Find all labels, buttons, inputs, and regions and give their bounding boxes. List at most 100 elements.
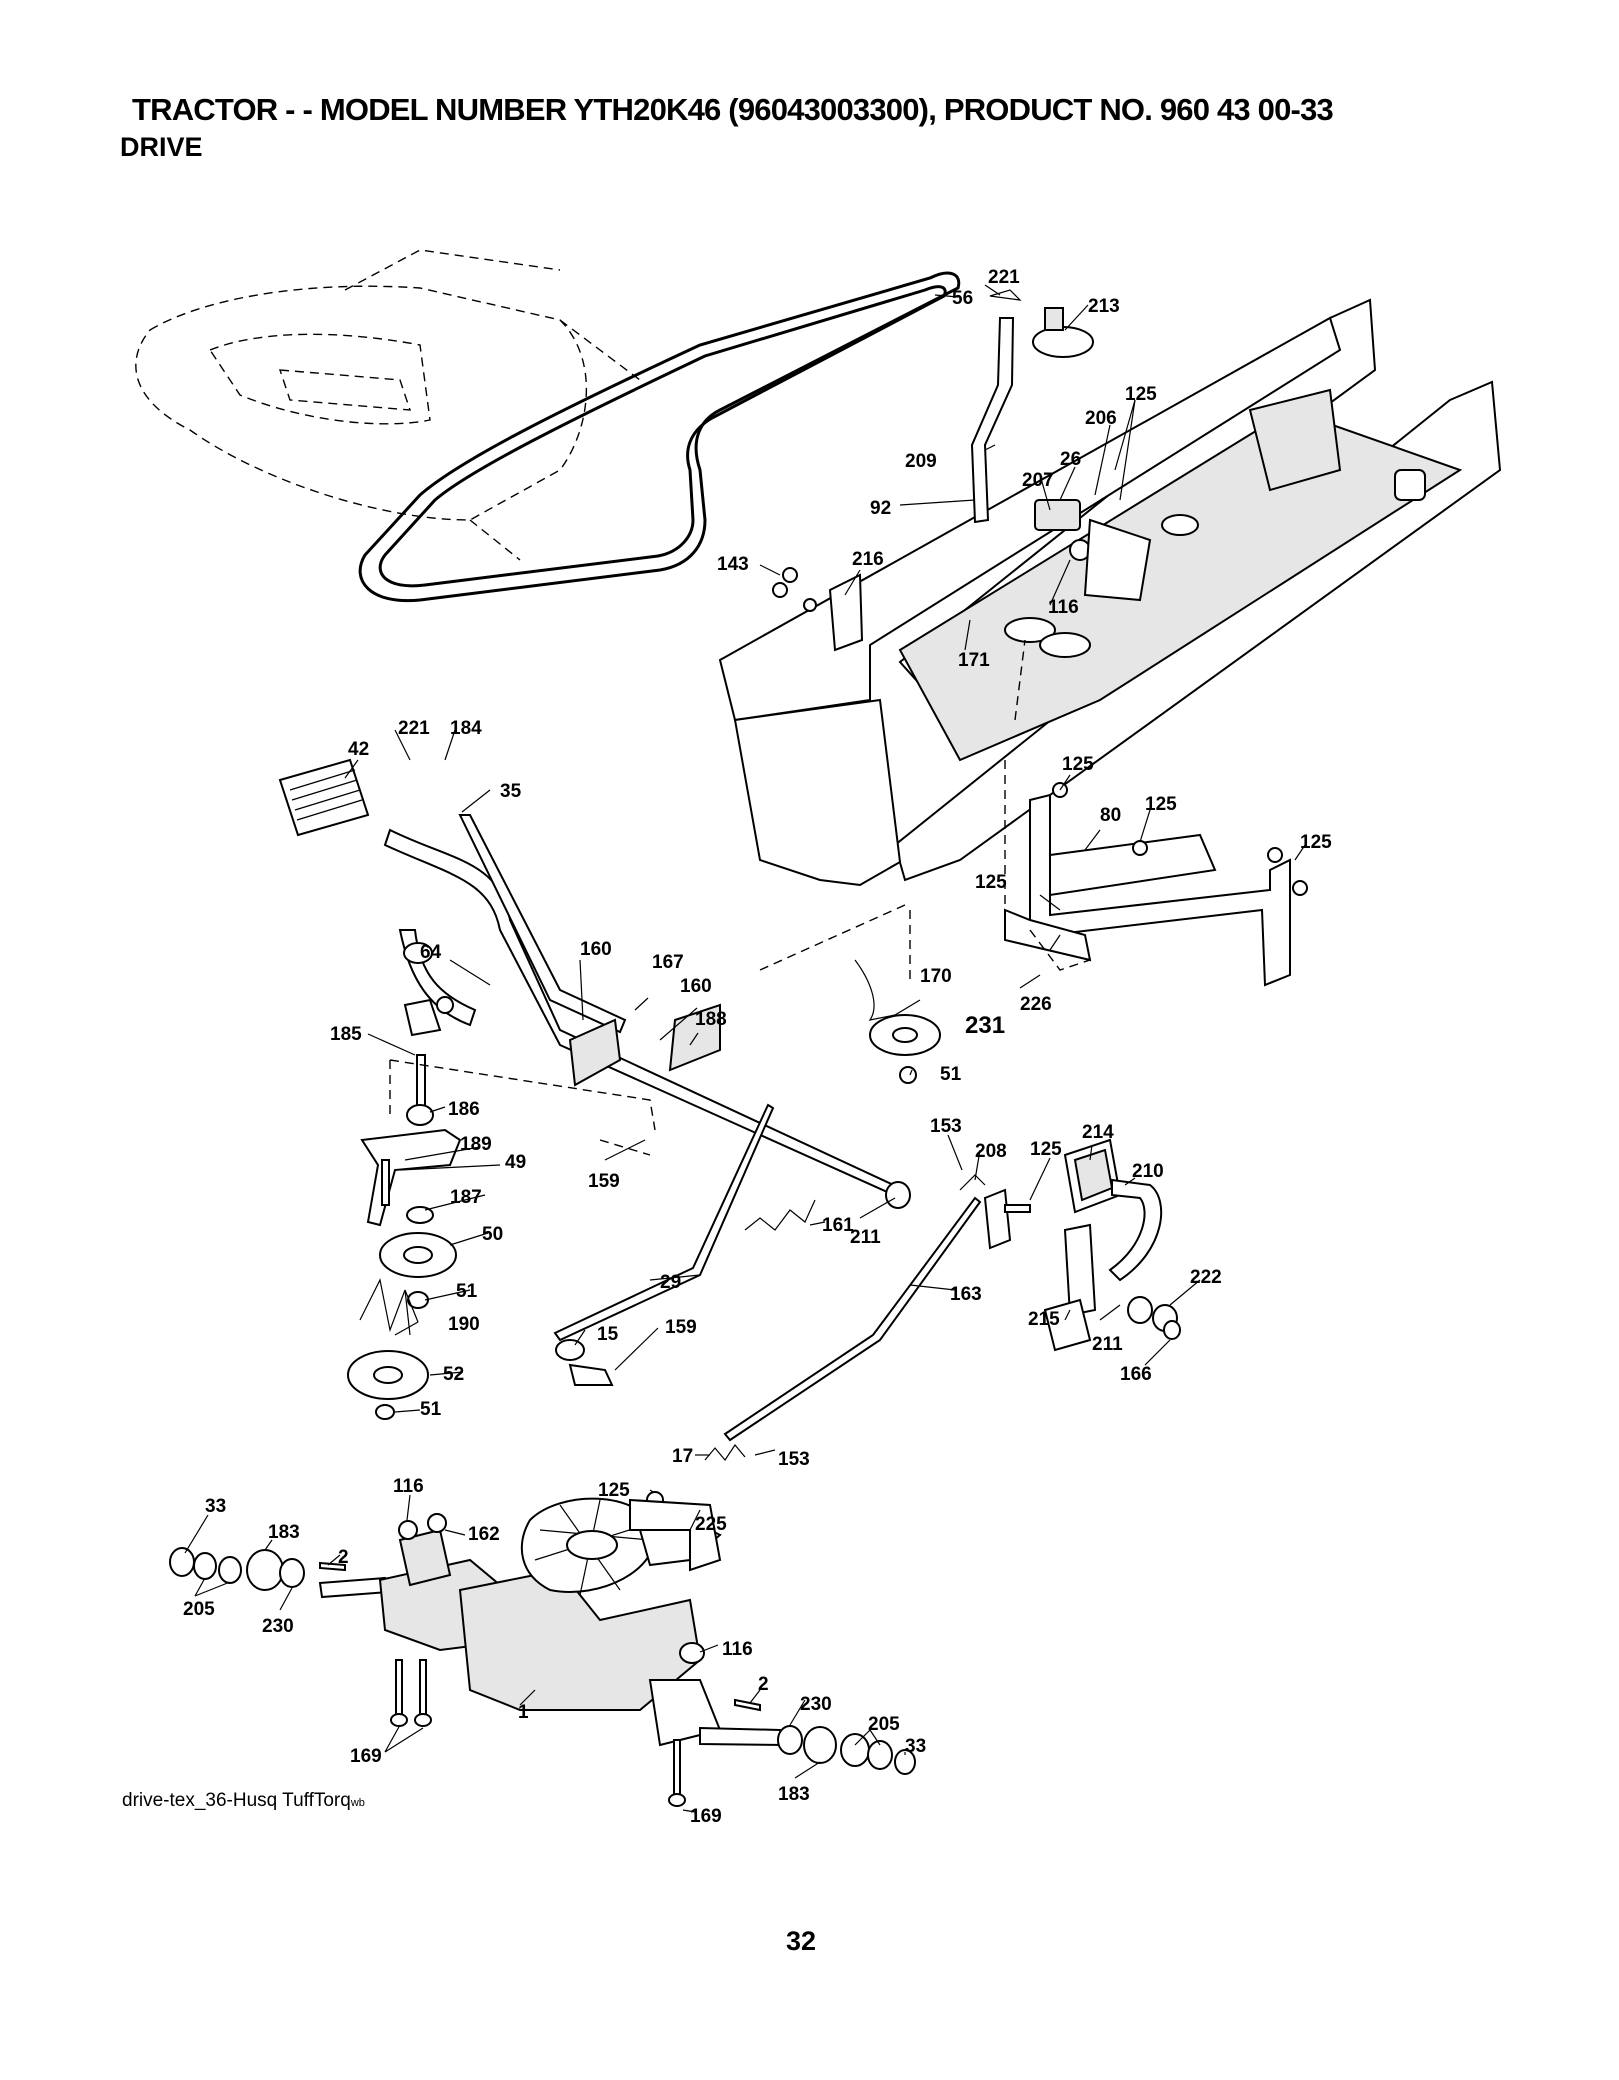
- tractor-frame: [718, 298, 1502, 887]
- callout-231: 231: [965, 1012, 1005, 1039]
- callout-2-right: 2: [758, 1674, 769, 1695]
- callout-170: 170: [920, 966, 952, 987]
- callout-125-pedal: 125: [1030, 1139, 1062, 1160]
- callout-206: 206: [1085, 408, 1117, 429]
- callout-2: 2: [338, 1547, 349, 1568]
- callout-189: 189: [460, 1134, 492, 1155]
- callout-labels: 221 56 213 125 206 26 209 207 92 143 216…: [183, 267, 1332, 1827]
- callout-17: 17: [672, 1446, 693, 1467]
- callout-186: 186: [448, 1099, 480, 1120]
- callout-1: 1: [518, 1702, 529, 1723]
- callout-167: 167: [652, 952, 684, 973]
- callout-183: 183: [268, 1522, 300, 1543]
- callout-92: 92: [870, 498, 891, 519]
- page-number: 32: [786, 1926, 817, 1956]
- callout-143: 143: [717, 554, 749, 575]
- callout-153: 153: [930, 1116, 962, 1137]
- callout-184: 184: [450, 718, 482, 739]
- shift-lever-assembly: [970, 289, 1152, 602]
- diagram-code: drive-tex_36-Husq TuffTorqwb: [122, 1790, 365, 1812]
- callout-116-trans: 116: [393, 1476, 424, 1497]
- callout-205-right: 205: [868, 1714, 900, 1735]
- dashed-leaders: [389, 639, 1026, 1156]
- diagram-code-suffix: wb: [350, 1797, 365, 1809]
- callout-215: 215: [1028, 1309, 1060, 1330]
- callout-221: 221: [988, 267, 1020, 288]
- spring-17: [704, 1443, 746, 1462]
- callout-214: 214: [1082, 1122, 1114, 1143]
- callout-211-pedal: 211: [1092, 1334, 1123, 1355]
- callout-230-right: 230: [800, 1694, 832, 1715]
- callout-116: 116: [1048, 597, 1079, 618]
- callout-49: 49: [505, 1152, 526, 1173]
- section-subtitle: DRIVE: [120, 132, 203, 162]
- callout-160-b: 160: [680, 976, 712, 997]
- drive-belt: [358, 271, 961, 603]
- callout-188: 188: [695, 1009, 727, 1030]
- callout-29: 29: [660, 1272, 681, 1293]
- bracket-216: [772, 567, 864, 652]
- callout-185: 185: [330, 1024, 362, 1045]
- callout-169-right: 169: [690, 1806, 722, 1827]
- callout-56: 56: [952, 288, 973, 309]
- callout-33: 33: [205, 1496, 226, 1517]
- callout-163: 163: [950, 1284, 982, 1305]
- callout-51: 51: [940, 1064, 962, 1085]
- callout-50: 50: [482, 1224, 503, 1245]
- mower-deck-outline: [135, 249, 641, 561]
- callout-15: 15: [597, 1324, 619, 1345]
- callout-leaders: [184, 284, 1306, 1813]
- callout-207: 207: [1022, 470, 1054, 491]
- callout-125-bracket-b: 125: [1300, 832, 1332, 853]
- transaxle-assembly: [169, 1491, 916, 1807]
- callout-222: 222: [1190, 1267, 1222, 1288]
- callout-52: 52: [443, 1364, 464, 1385]
- callout-209: 209: [905, 451, 937, 472]
- callout-166: 166: [1120, 1364, 1152, 1385]
- callout-125-frame: 125: [1062, 754, 1094, 775]
- callout-171: 171: [958, 650, 990, 671]
- callout-125-bracket-a: 125: [1145, 794, 1177, 815]
- callout-225: 225: [695, 1514, 727, 1535]
- callout-208: 208: [975, 1141, 1007, 1162]
- callout-226: 226: [1020, 994, 1052, 1015]
- callout-230: 230: [262, 1616, 294, 1637]
- callout-211: 211: [850, 1227, 881, 1248]
- callout-125-trans: 125: [598, 1480, 630, 1501]
- callout-216: 216: [852, 549, 884, 570]
- callout-210: 210: [1132, 1161, 1164, 1182]
- callout-64: 64: [420, 942, 442, 963]
- page-title: TRACTOR - - MODEL NUMBER YTH20K46 (96043…: [132, 92, 1334, 127]
- callout-153-spring: 153: [778, 1449, 810, 1470]
- rod-163: [723, 1196, 982, 1442]
- idler-pulley-231: [854, 959, 941, 1084]
- callout-221-pedal: 221: [398, 718, 430, 739]
- callout-213: 213: [1088, 296, 1120, 317]
- callout-169: 169: [350, 1746, 382, 1767]
- callout-33-right: 33: [905, 1736, 926, 1757]
- brake-pedal-210: [885, 1138, 1181, 1352]
- callout-162: 162: [468, 1524, 500, 1545]
- callout-80: 80: [1100, 805, 1121, 826]
- callout-183-right: 183: [778, 1784, 810, 1805]
- spring-161: [744, 1199, 816, 1231]
- callout-42: 42: [348, 739, 369, 760]
- callout-159-rod: 159: [665, 1317, 697, 1338]
- callout-35: 35: [500, 781, 522, 802]
- callout-160: 160: [580, 939, 612, 960]
- callout-125: 125: [1125, 384, 1157, 405]
- rod-29: [553, 1103, 775, 1386]
- callout-187: 187: [450, 1187, 482, 1208]
- callout-159: 159: [588, 1171, 620, 1192]
- callout-26: 26: [1060, 449, 1081, 470]
- left-pulley-stack: [347, 1054, 462, 1420]
- callout-116-right: 116: [722, 1639, 753, 1660]
- callout-161: 161: [822, 1215, 854, 1236]
- callout-51-lower: 51: [420, 1399, 442, 1420]
- callout-125-bracket-c: 125: [975, 872, 1007, 893]
- pedal-bracket-80: [1004, 782, 1308, 987]
- diagram-code-main: drive-tex_36-Husq TuffTorq: [122, 1790, 351, 1811]
- callout-51-pulley: 51: [456, 1281, 478, 1302]
- callout-205: 205: [183, 1599, 215, 1620]
